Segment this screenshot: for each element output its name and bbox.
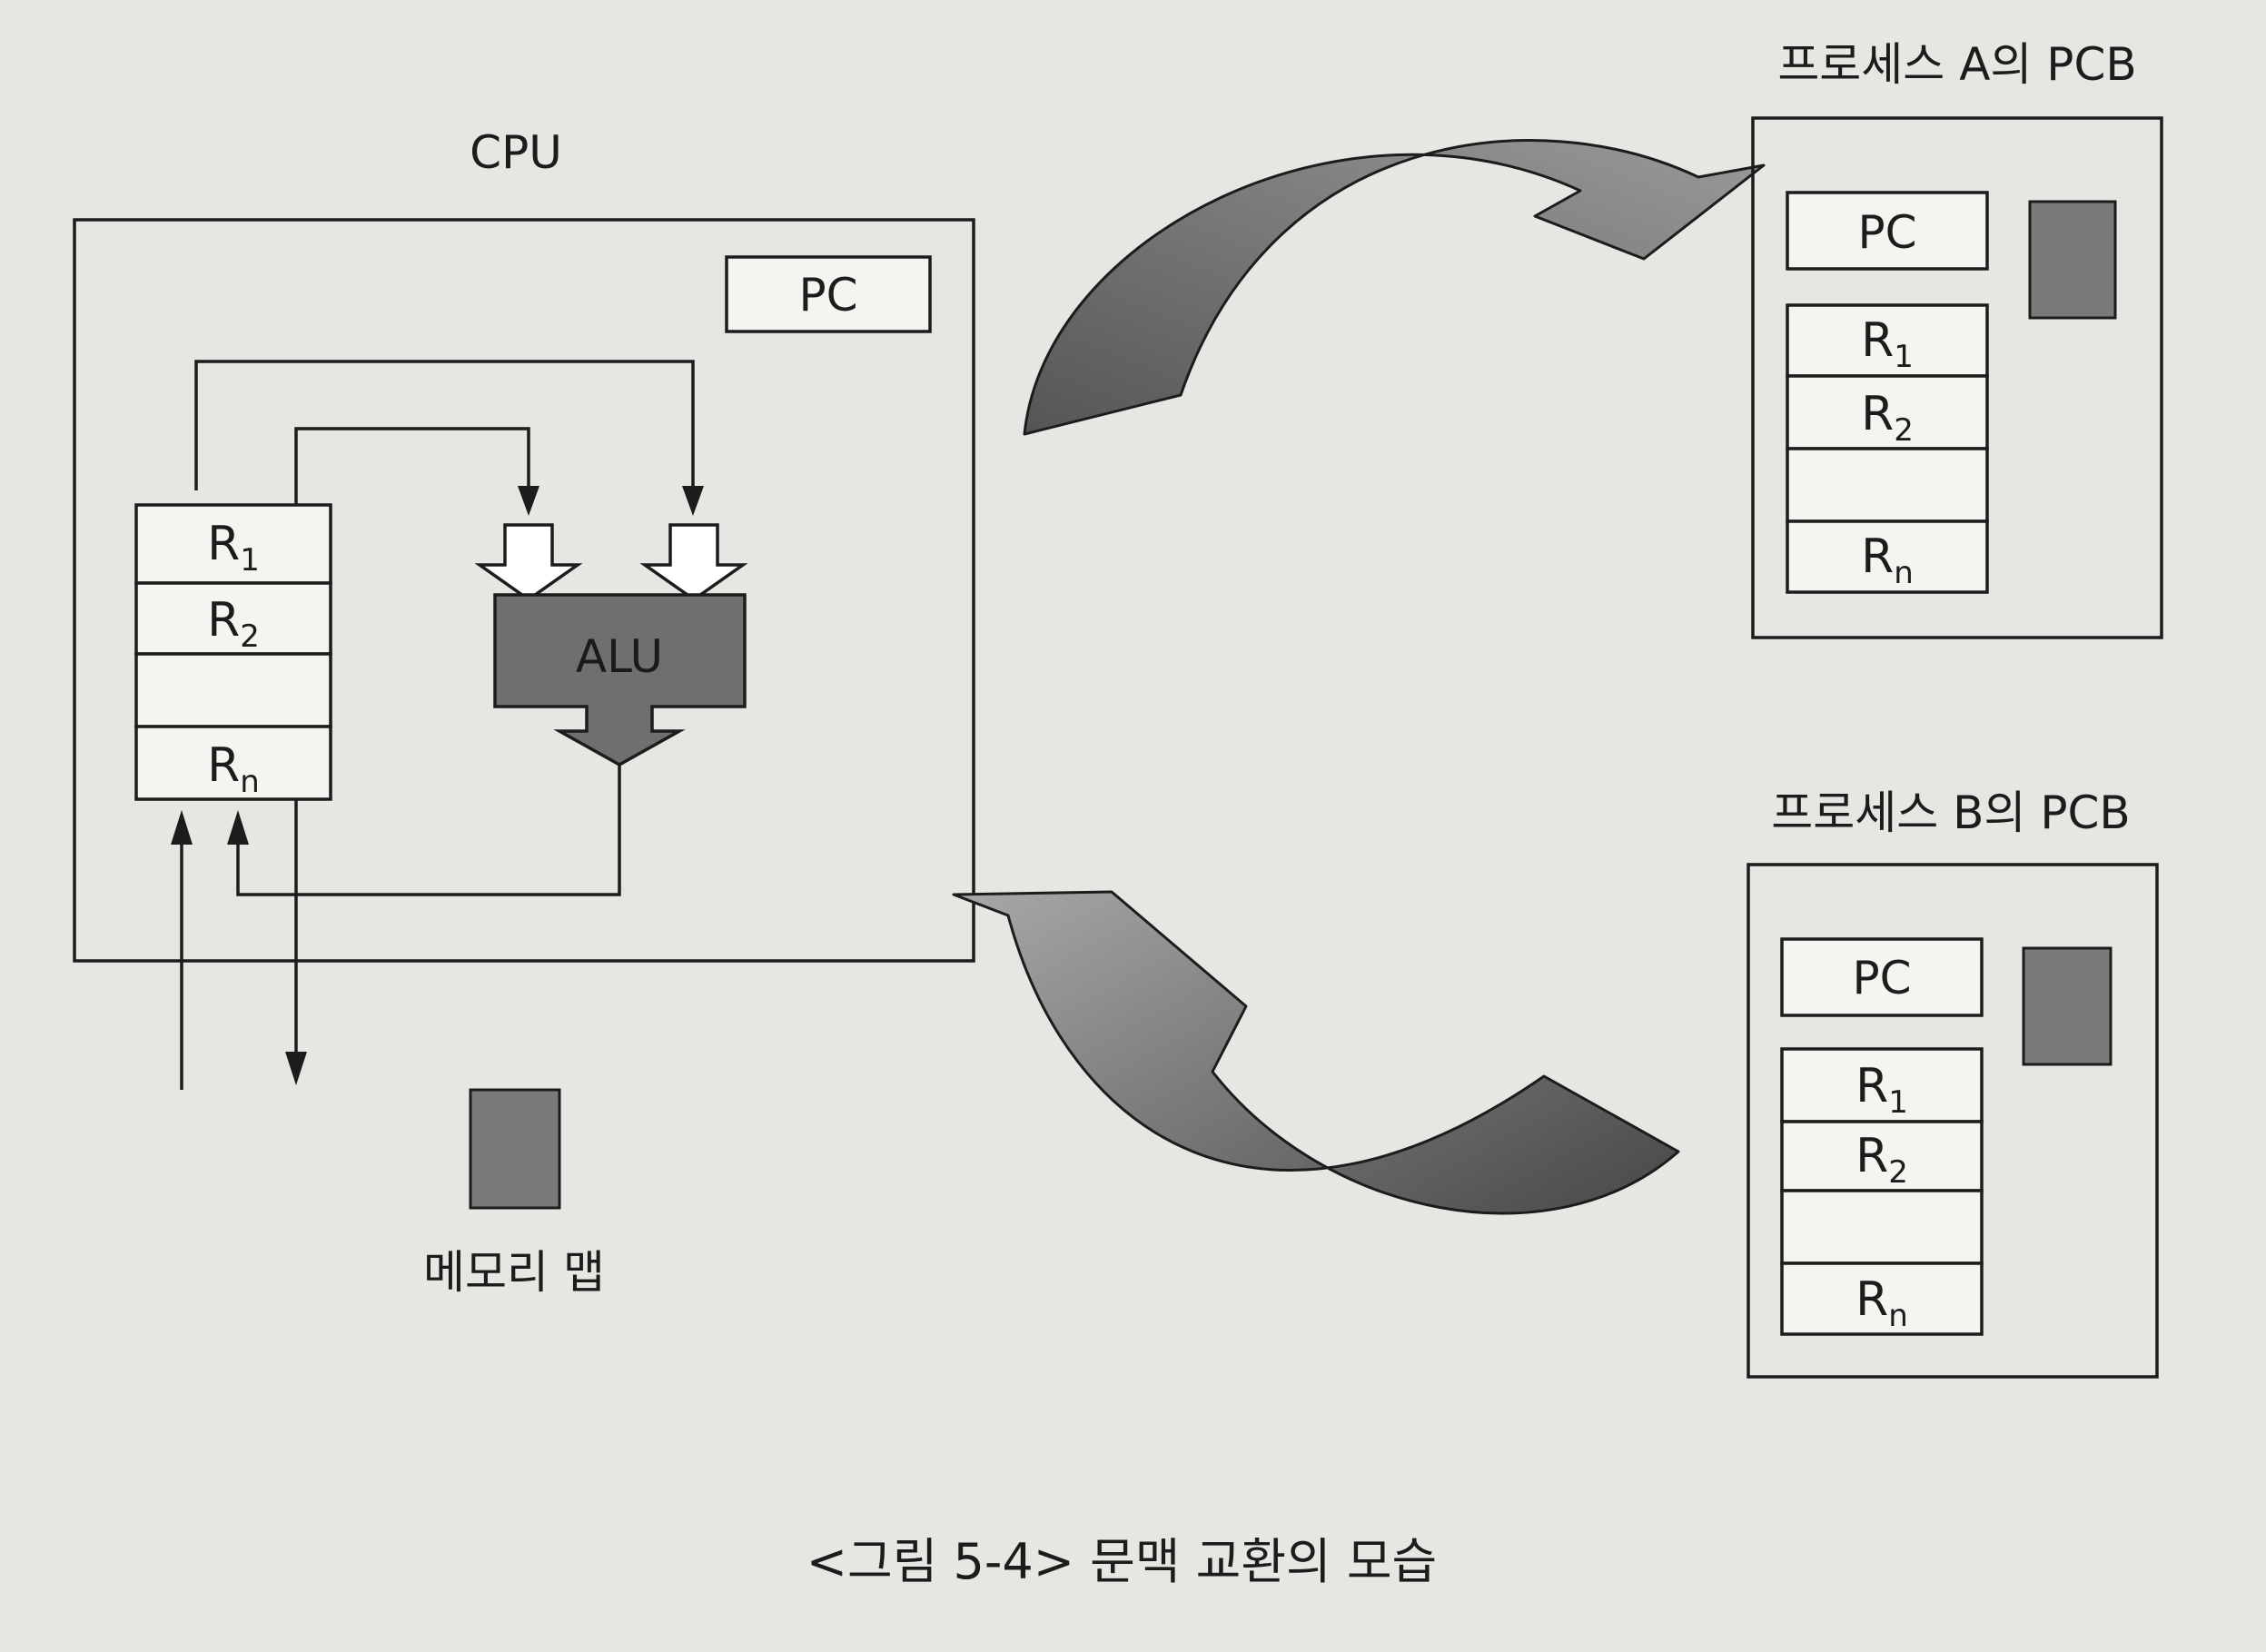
pcb-a-pc-label: PC [1857, 206, 1916, 259]
pcb-b-box [1747, 863, 2159, 1379]
cpu-pc-register: PC [725, 255, 932, 333]
pcb-b-register-r2: R2 [1855, 1129, 1908, 1191]
memory-map-label: 메모리 맵 [423, 1246, 605, 1299]
register-to-alu-wires [194, 360, 704, 516]
pcb-a-memory-block [2028, 200, 2117, 320]
pcb-a-register-r2: R2 [1861, 387, 1914, 449]
pcb-b-pc-register: PC [1780, 937, 1984, 1017]
memory-map-block [469, 1088, 561, 1210]
pcb-a-pc-register: PC [1786, 191, 1989, 271]
alu-output-wire [227, 765, 621, 896]
cpu-register-file: R1 R2 Rn [134, 503, 332, 801]
pcb-a-register-rn: Rn [1861, 529, 1914, 591]
restore-from-pcb-b-arrow [952, 890, 1680, 1215]
save-to-pcb-a-arrow [1023, 139, 1766, 436]
cpu-box [73, 218, 975, 963]
pcb-b-register-r1: R1 [1855, 1059, 1908, 1121]
alu-input-arrow-left [474, 523, 583, 602]
pcb-a-register-file: R1 R2 Rn [1786, 303, 1989, 594]
alu-input-arrow-right [639, 523, 748, 602]
pcb-b-register-rn: Rn [1855, 1272, 1908, 1334]
alu-block [493, 593, 747, 767]
pcb-b-title: 프로세스 B의 PCB [1771, 786, 2130, 839]
cpu-register-r1: R1 [207, 517, 260, 579]
pcb-b-pc-label: PC [1852, 952, 1911, 1004]
pcb-a-title: 프로세스 A의 PCB [1777, 38, 2136, 91]
cpu-title: CPU [470, 126, 562, 179]
cpu-pc-label: PC [798, 269, 857, 321]
cpu-register-rn: Rn [207, 738, 260, 800]
pcb-b-memory-block [2022, 946, 2113, 1066]
memory-bus-wires [171, 799, 307, 1090]
alu-label: ALU [576, 630, 663, 683]
pcb-b-register-file: R1 R2 Rn [1780, 1047, 1984, 1336]
pcb-a-register-r1: R1 [1861, 313, 1914, 375]
cpu-register-r2: R2 [207, 593, 260, 655]
figure-caption: <그림 5-4> 문맥 교환의 모습 [806, 1533, 1437, 1590]
pcb-a-box [1751, 116, 2163, 639]
